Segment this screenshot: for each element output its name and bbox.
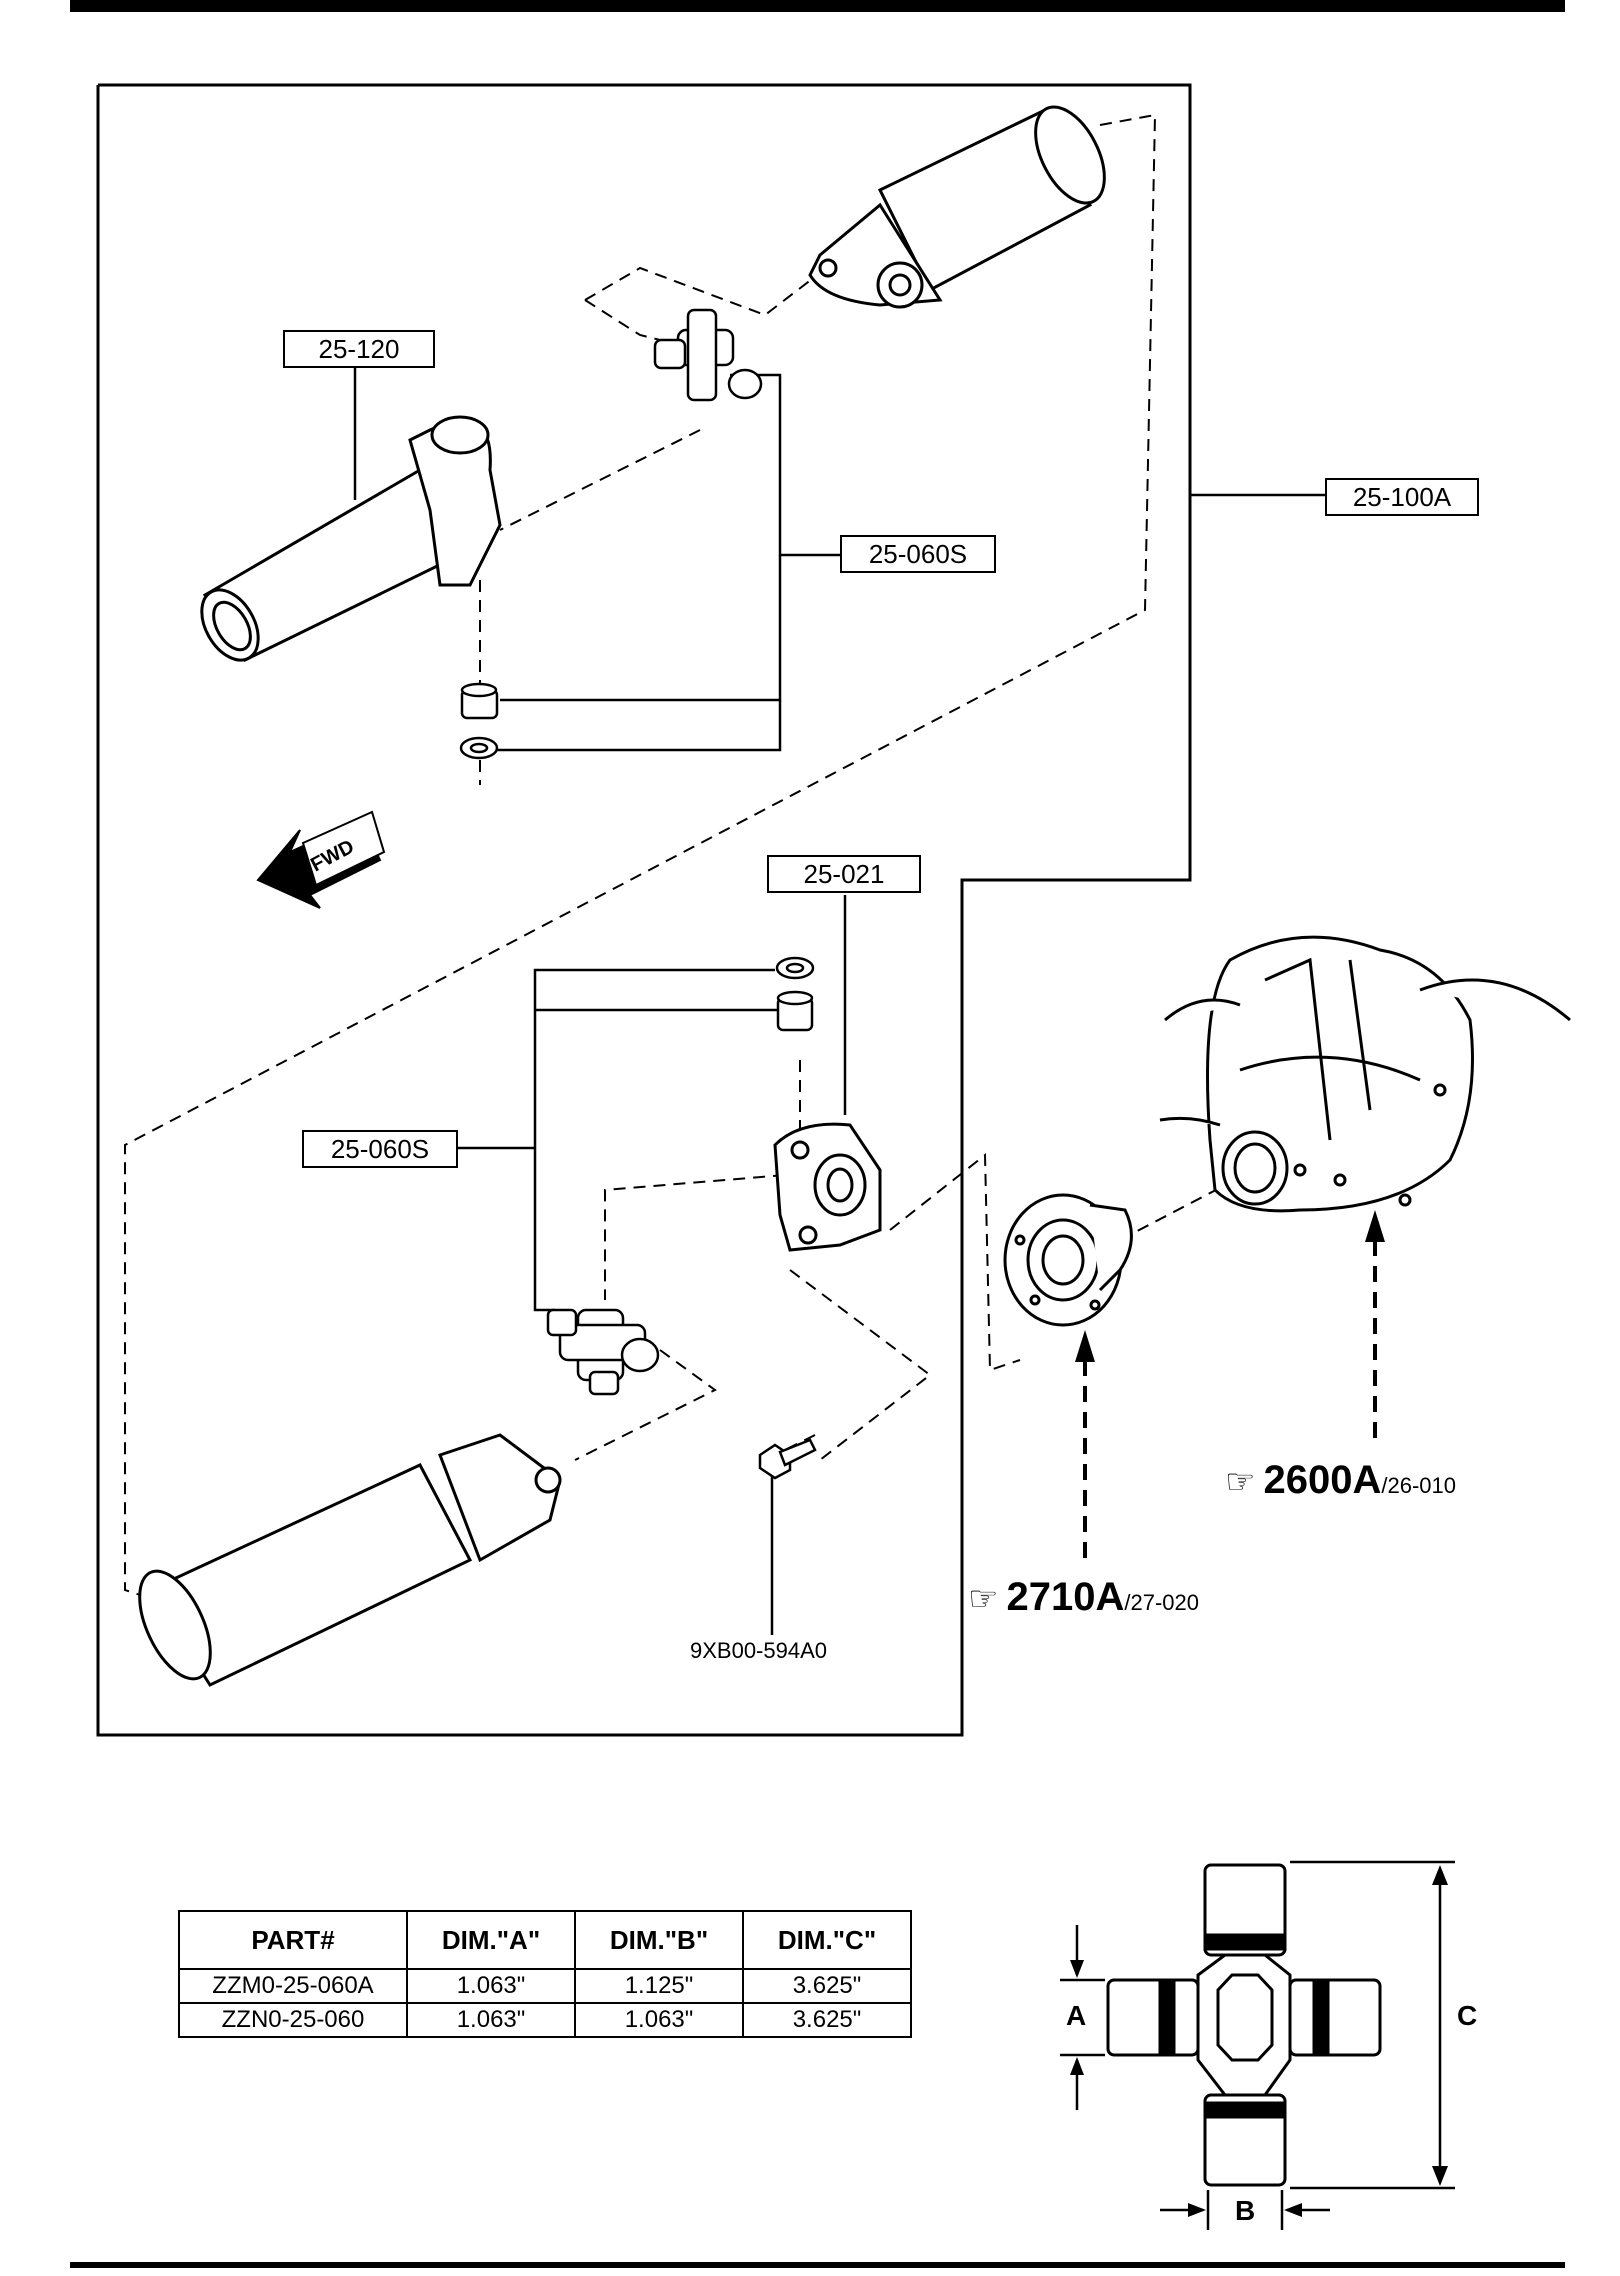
universal-joint-icon <box>1106 1863 1382 2187</box>
fwd-arrow-icon <box>256 810 386 909</box>
flange-yoke <box>773 1122 882 1252</box>
leader-line <box>730 373 840 557</box>
table-cell: 1.063" <box>406 1968 576 2004</box>
table-cell: 1.063" <box>574 2002 744 2038</box>
arrowhead <box>1365 1210 1385 1242</box>
col-header-dim-c: DIM."C" <box>742 1910 912 1970</box>
leader-line <box>485 700 782 752</box>
arrowhead <box>1075 1330 1095 1362</box>
part-number-label: 9XB00-594A0 <box>690 1638 827 1663</box>
reference-code: 2710A <box>1006 1575 1125 1619</box>
differential-housing <box>1159 935 1571 1213</box>
section-reference-2710A[interactable]: ☞2710A/27-020 <box>968 1575 1199 1620</box>
table-row: ZZM0-25-060A 1.063" 1.125" 3.625" <box>178 1968 912 2004</box>
table-cell: 1.063" <box>406 2002 576 2038</box>
leader-line <box>500 555 782 702</box>
table-header-row: PART# DIM."A" DIM."B" DIM."C" <box>178 1910 912 1970</box>
bearing-cap-top <box>459 682 499 760</box>
section-reference-2600A[interactable]: ☞2600A/26-010 <box>1225 1458 1456 1503</box>
dashed-assembly-line <box>499 429 701 531</box>
bolt <box>758 1438 817 1480</box>
reference-page: /26-010 <box>1381 1473 1456 1498</box>
table-cell: 3.625" <box>742 2002 912 2038</box>
slip-yoke <box>200 415 502 662</box>
drive-shaft-tube-rear <box>808 105 1106 309</box>
diagram-frame <box>96 83 1192 1737</box>
reference-code: 2600A <box>1263 1458 1382 1502</box>
dimension-table: PART# DIM."A" DIM."B" DIM."C" ZZM0-25-06… <box>178 1910 912 2038</box>
leader-line <box>533 968 775 1312</box>
pointing-hand-icon: ☞ <box>968 1580 999 1618</box>
col-header-dim-b: DIM."B" <box>574 1910 744 1970</box>
table-cell: 1.125" <box>574 1968 744 2004</box>
col-header-part: PART# <box>178 1910 408 1970</box>
universal-joint-top <box>653 308 763 402</box>
bearing-cap-bottom <box>775 956 815 1032</box>
dashed-assembly-line <box>789 1269 932 1461</box>
dim-label-b: B <box>1235 2195 1256 2226</box>
drive-shaft-tube-front <box>138 1433 562 1687</box>
top-rule <box>70 0 1565 12</box>
table-row: ZZN0-25-060 1.063" 1.063" 3.625" <box>178 2002 912 2038</box>
table-cell: ZZN0-25-060 <box>178 2002 408 2038</box>
table-cell: 3.625" <box>742 1968 912 2004</box>
callout-25-021: 25-021 <box>767 855 921 893</box>
dashed-assembly-line <box>604 1174 786 1300</box>
bottom-rule <box>70 2262 1565 2268</box>
dashed-assembly-line <box>574 1349 717 1461</box>
callout-25-060S-bottom: 25-060S <box>302 1130 458 1168</box>
dim-label-a: A <box>1066 2000 1087 2031</box>
companion-flange <box>1003 1193 1133 1327</box>
table-cell: ZZM0-25-060A <box>178 1968 408 2004</box>
callout-25-120: 25-120 <box>283 330 435 368</box>
dim-label-c: C <box>1457 2000 1478 2031</box>
pointing-hand-icon: ☞ <box>1225 1463 1256 1501</box>
col-header-dim-a: DIM."A" <box>406 1910 576 1970</box>
dashed-assembly-line <box>584 249 851 317</box>
reference-page: /27-020 <box>1124 1590 1199 1615</box>
callout-25-100A: 25-100A <box>1325 478 1479 516</box>
dashed-assembly-line <box>124 113 1157 1606</box>
universal-joint-bottom <box>546 1308 660 1396</box>
callout-25-060S-top: 25-060S <box>840 535 996 573</box>
dashed-assembly-line <box>889 1152 1021 1372</box>
